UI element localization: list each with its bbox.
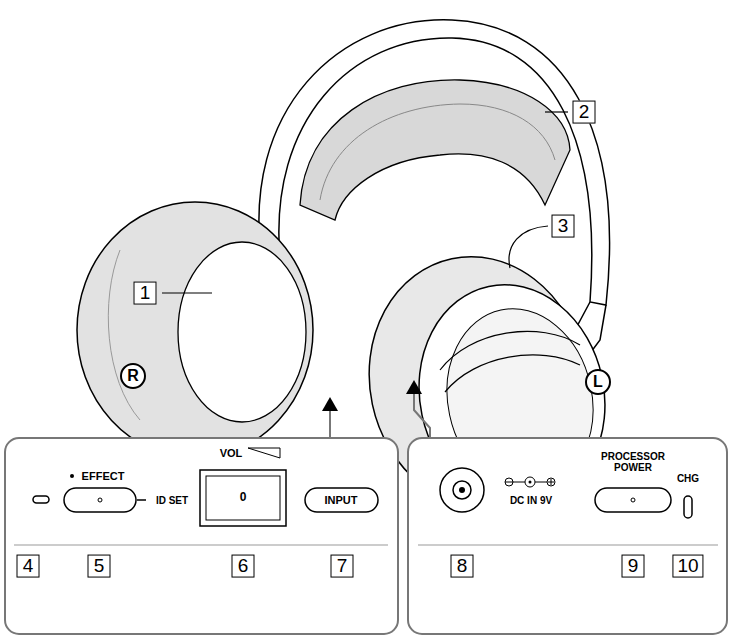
button-label: PROCESSOR POWER: [593, 451, 673, 473]
button-label: ID SET: [156, 495, 188, 506]
callout-number: 8: [451, 555, 474, 578]
control-label: VOL: [220, 447, 243, 459]
callout-number: 4: [17, 555, 40, 578]
callout-number: 5: [88, 555, 111, 578]
side-mark: R: [120, 363, 146, 389]
side-mark: L: [585, 369, 611, 395]
wheel-mark: 0: [238, 491, 249, 504]
indicator-label: CHG: [677, 473, 699, 484]
callout-number: 10: [672, 555, 703, 578]
callout-number: 1: [134, 282, 157, 305]
button-label: EFFECT: [82, 470, 125, 482]
callout-number: 2: [573, 101, 596, 124]
button-label: INPUT: [325, 494, 358, 506]
callout-number: 9: [622, 555, 645, 578]
callout-number: 7: [331, 555, 354, 578]
callout-number: 3: [552, 215, 575, 238]
callout-number: 6: [232, 555, 255, 578]
jack-label: DC IN 9V: [510, 495, 552, 506]
